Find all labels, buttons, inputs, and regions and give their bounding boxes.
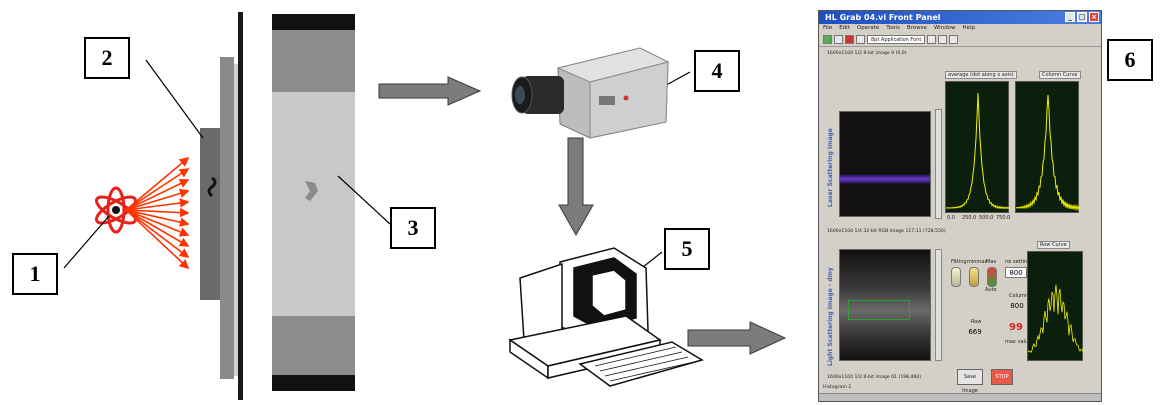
laser-line [840,174,930,184]
panel-title: HL Grab 04.vi Front Panel [825,13,941,22]
bottom-side-label: Light Scattering Image - dmy [827,267,834,366]
close-icon[interactable]: × [1089,12,1099,22]
run-continuously-icon[interactable] [834,35,843,44]
mid-caption: 1600x1104 1/4 32-bit RGB image 117,11 (7… [827,229,946,234]
arrow-computer-to-panel [688,322,785,354]
save-image-button[interactable]: Save Image [957,369,983,385]
maximize-icon[interactable]: □ [1077,12,1087,22]
roi-box[interactable] [848,300,910,320]
histogram-label: Histogram 2 [823,385,851,390]
row-field: 669 [965,327,985,338]
menu-file[interactable]: File [823,24,832,33]
column-plot [1016,82,1080,214]
ccd-camera [512,48,668,138]
roi-setting-field[interactable]: 800 [1005,267,1027,278]
minmax-label: minmax [967,259,987,265]
minimize-icon[interactable]: _ [1065,12,1075,22]
x-tick-1: 250.0 [962,215,976,221]
label-5: 5 [664,228,710,270]
menu-help[interactable]: Help [963,24,976,33]
reorder-icon[interactable] [949,35,958,44]
bottom-tool-palette[interactable] [935,249,942,361]
label-3: 3 [390,207,436,249]
fitting-label: Fitting [951,259,967,265]
panel-menubar: File Edit Operate Tools Browse Window He… [819,24,1101,33]
x-tick-0: 0.0 [947,215,955,221]
column-label: Column [1009,293,1028,299]
ray-line [126,210,188,268]
label-6: 6 [1107,39,1153,81]
ray-line [126,210,188,246]
scattering-screen [272,14,355,391]
light-scattering-image [839,249,931,361]
distribute-icon[interactable] [938,35,947,44]
laser-rays [126,158,188,268]
align-icon[interactable] [927,35,936,44]
auto-label: Auto [985,287,997,293]
abort-icon[interactable] [845,35,854,44]
menu-tools[interactable]: Tools [886,24,900,33]
graph-average-label: average (dot along x axis) [945,71,1017,79]
row-label: Row [971,319,981,325]
bottom-caption: 1600x1104 1/2 8-bit image 01 (198,460) [827,375,921,380]
sample-plate [200,12,243,400]
max-knob-icon[interactable] [987,267,997,287]
menu-browse[interactable]: Browse [907,24,927,33]
run-icon[interactable] [823,35,832,44]
panel-toolbar: 8pt Application Font [819,33,1101,47]
average-plot [946,82,1010,214]
x-tick-2: 500.0 [979,215,993,221]
row-curve-graph [1027,251,1083,361]
column-curve-label: Column Curve [1039,71,1081,79]
labview-front-panel: HL Grab 04.vi Front Panel _ □ × File Edi… [818,10,1102,402]
x-tick-3: 750.0 [996,215,1010,221]
minmax-knob-icon[interactable] [969,267,979,287]
laser-scattering-image [839,111,931,217]
label-4: 4 [694,50,740,92]
max-label: Max [986,259,996,265]
stop-button[interactable]: STOP [991,369,1013,385]
arrow-camera-to-computer [559,138,593,235]
menu-window[interactable]: Window [934,24,956,33]
label-1: 1 [12,253,58,295]
panel-titlebar: HL Grab 04.vi Front Panel _ □ × [819,11,1101,24]
label-2: 2 [84,37,130,79]
column-field: 800 [1007,301,1027,312]
average-graph [945,81,1009,213]
row-curve-label: Row Curve [1037,241,1070,249]
font-selector[interactable]: 8pt Application Font [867,35,925,44]
top-tool-palette[interactable] [935,109,942,219]
fitting-knob-icon[interactable] [951,267,961,287]
menu-edit[interactable]: Edit [839,24,850,33]
row-plot [1028,252,1084,362]
column-curve-graph [1015,81,1079,213]
menu-operate[interactable]: Operate [857,24,879,33]
max-value-field: 99 [1005,323,1027,337]
top-image-caption: 1600x1104 1/2 8-bit image 9 (0,0) [827,51,907,56]
pause-icon[interactable] [856,35,865,44]
arrow-screen-to-camera [379,77,480,105]
top-side-label: Laser Scattering Image [827,128,834,207]
horizontal-scrollbar[interactable] [819,393,1101,401]
